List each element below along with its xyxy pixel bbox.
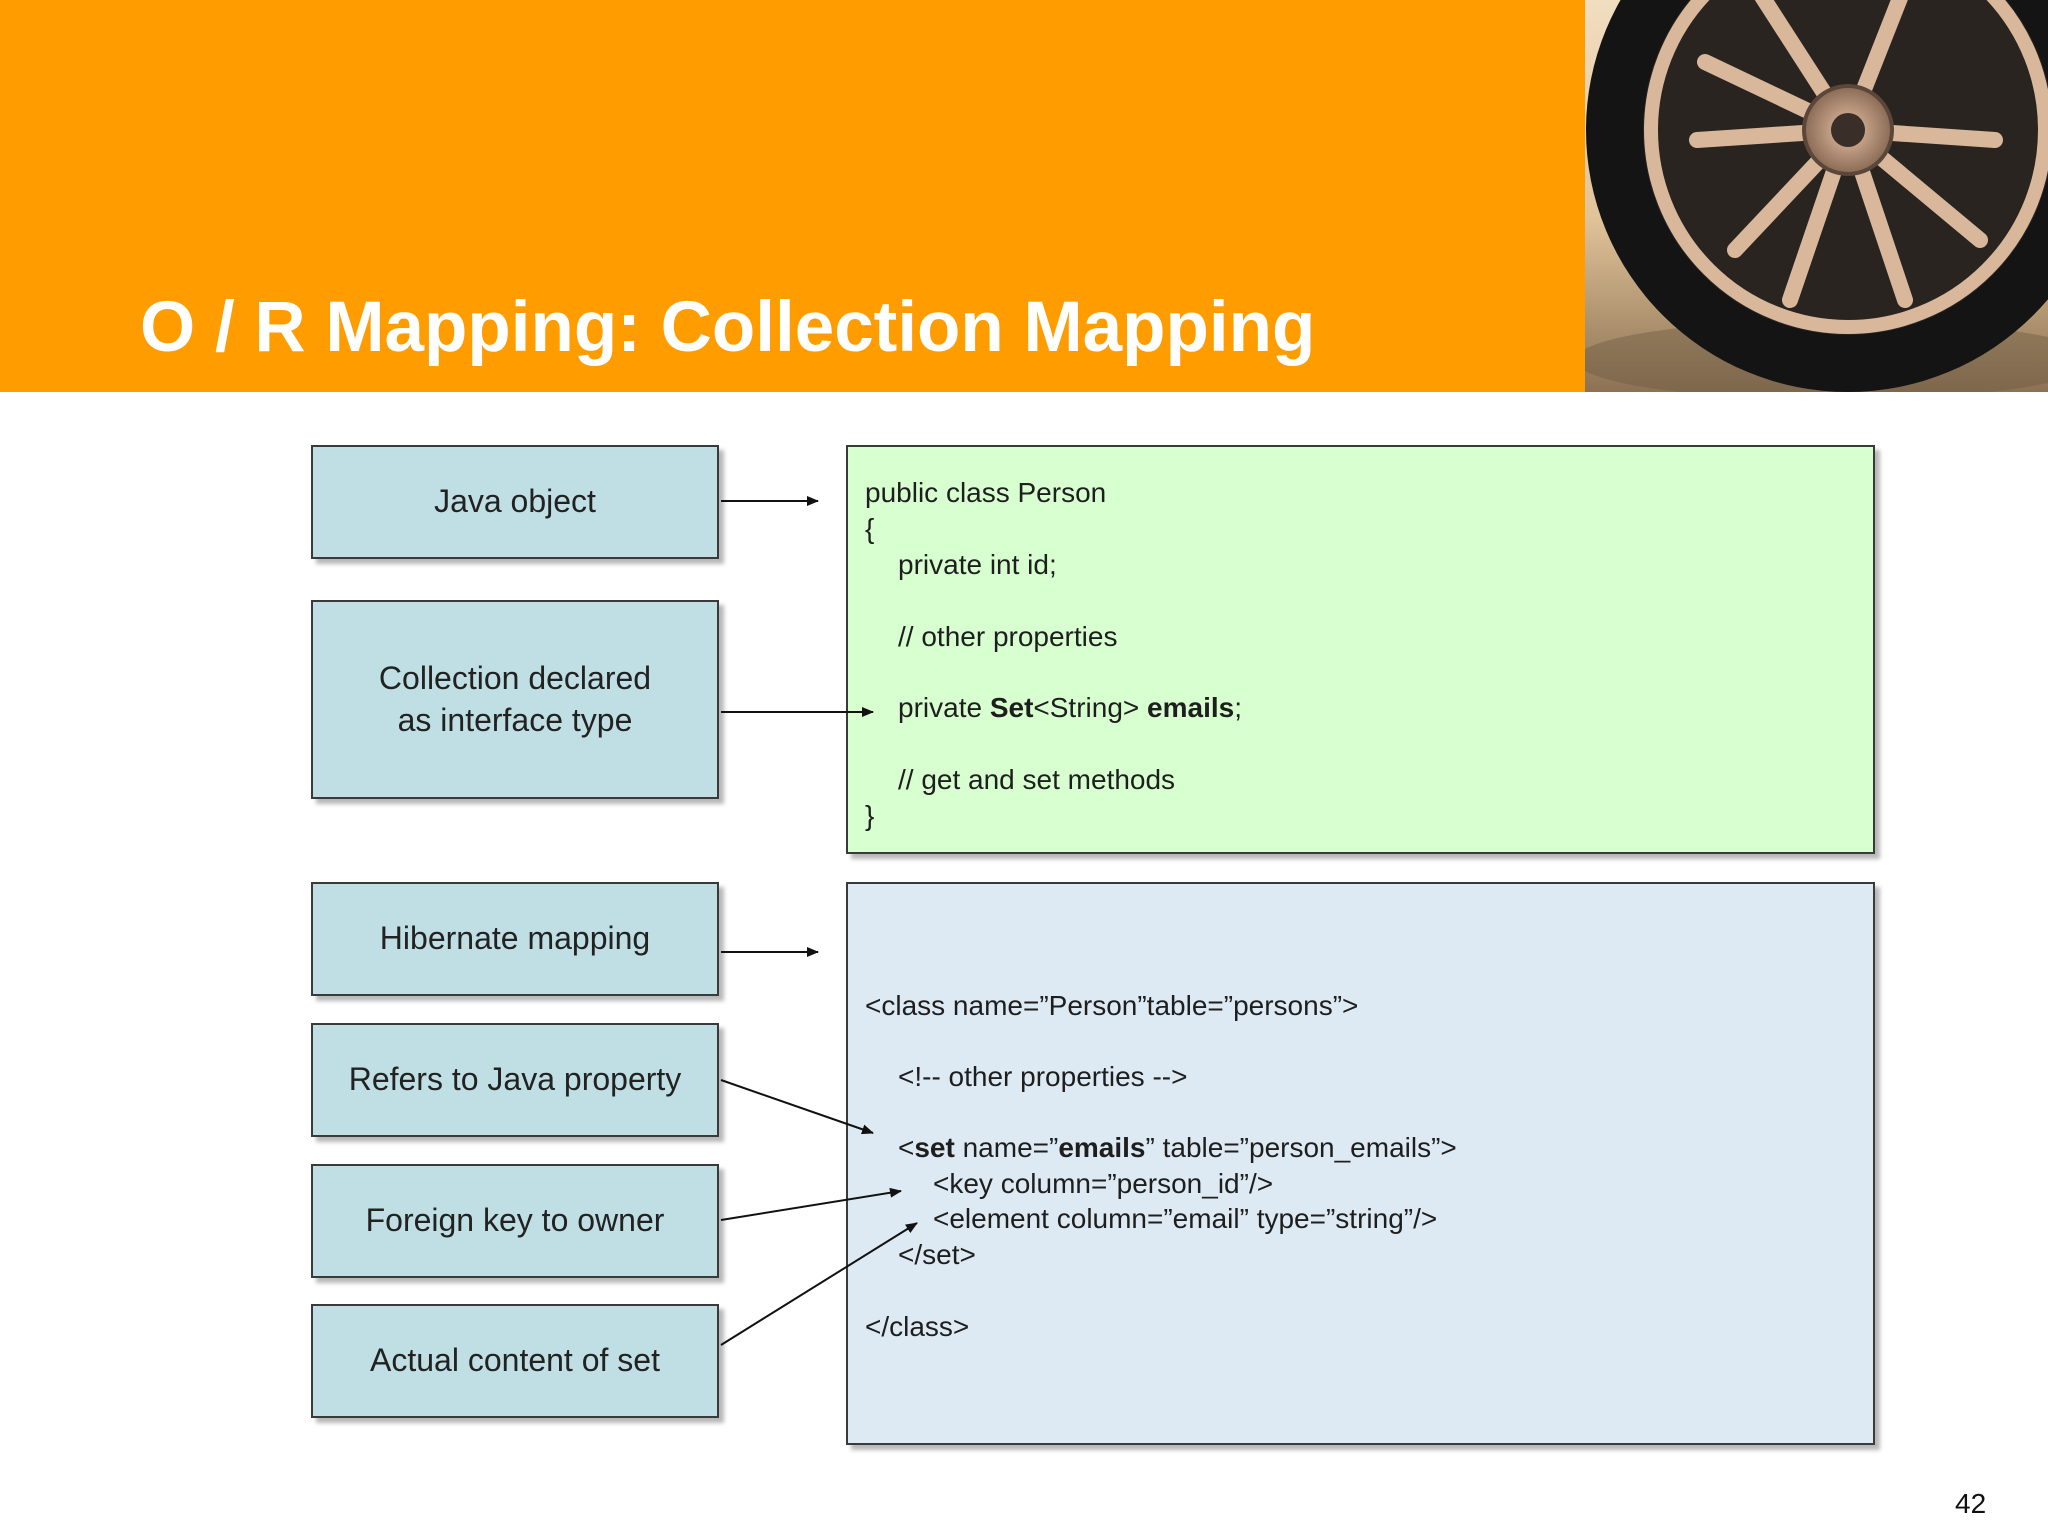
actual-content-label: Actual content of set	[311, 1304, 719, 1418]
code-line: public class Person	[865, 477, 1107, 508]
code-line: <!-- other properties -->	[898, 1061, 1188, 1092]
code-line: <key column=”person_id”/>	[933, 1168, 1274, 1199]
code-line: // get and set methods	[898, 764, 1176, 795]
code-line: </set>	[898, 1239, 976, 1270]
code-line: private int id;	[898, 549, 1057, 580]
code-line: // other properties	[898, 621, 1118, 652]
code-line: </class>	[865, 1311, 970, 1342]
code-line: {	[865, 513, 875, 544]
slide-title: O / R Mapping: Collection Mapping	[140, 288, 1316, 367]
java-code-panel: public class Person { private int id; //…	[846, 445, 1875, 854]
code-line-emails: private Set<String> emails;	[898, 692, 1242, 723]
refers-java-property-label: Refers to Java property	[311, 1023, 719, 1137]
code-line: <class name=”Person”table=”persons”>	[865, 990, 1359, 1021]
car-wheel-image	[1585, 0, 2048, 392]
hibernate-mapping-label: Hibernate mapping	[311, 882, 719, 996]
java-object-label: Java object	[311, 445, 719, 559]
mapping-code-panel: <class name=”Person”table=”persons”> <!-…	[846, 882, 1875, 1445]
collection-declared-label: Collection declared as interface type	[311, 600, 719, 799]
page-number: 42	[1955, 1488, 1987, 1519]
code-line-set: <set name=”emails” table=”person_emails”…	[898, 1132, 1457, 1163]
code-line: }	[865, 800, 875, 831]
code-line: <element column=”email” type=”string”/>	[933, 1203, 1438, 1234]
foreign-key-label: Foreign key to owner	[311, 1164, 719, 1278]
title-bar: O / R Mapping: Collection Mapping	[0, 0, 1585, 392]
